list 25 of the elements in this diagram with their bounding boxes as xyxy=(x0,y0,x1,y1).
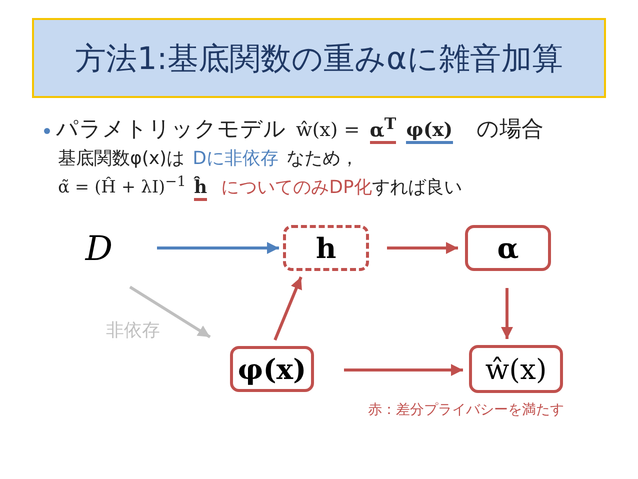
arrow xyxy=(274,276,302,341)
title: 方法1:基底関数の重みαに雑音加算 xyxy=(74,40,564,79)
formula: ŵ(x) = xyxy=(296,119,360,141)
process-box: α xyxy=(465,225,551,271)
arrow xyxy=(129,286,211,338)
arrow xyxy=(501,288,513,339)
variable-label: D xyxy=(74,226,124,272)
bullet-text: の場合 xyxy=(476,116,544,144)
note-text: 赤：差分プライバシーを満たす xyxy=(368,401,564,419)
note-text: 基底関数φ(x)は xyxy=(58,147,185,170)
arrow xyxy=(344,364,463,376)
formula: α̃ = (Ĥ + λI)$^{−1}$ xyxy=(58,174,186,198)
note-text: すれば良い xyxy=(372,176,462,199)
formula-term: α$^{T}$ xyxy=(370,116,396,144)
process-box: ŵ(x) xyxy=(469,345,563,393)
arrow xyxy=(387,242,458,254)
arrow xyxy=(157,242,279,254)
note-text: Dに非依存 xyxy=(192,147,278,170)
process-box: φ(x) xyxy=(230,346,314,392)
dashed-box: h xyxy=(283,225,369,271)
note-text: なため， xyxy=(286,147,358,170)
formula-term: φ(x) xyxy=(406,121,453,144)
note-text: についてのみDP化 xyxy=(221,176,372,199)
bullet-text: パラメトリックモデル xyxy=(56,116,286,144)
formula-term: ĥ xyxy=(194,178,208,201)
